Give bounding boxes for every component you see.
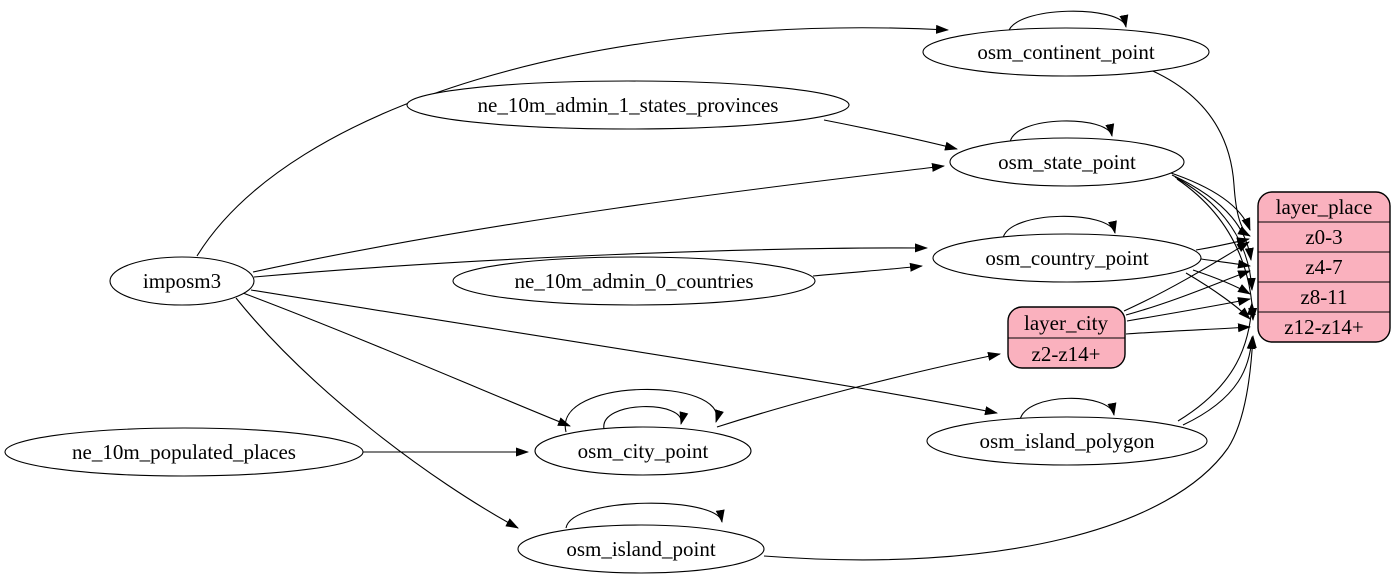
edge-imposm3-osm_island_point bbox=[235, 297, 519, 529]
self-loop-osm_country_point bbox=[1002, 215, 1117, 239]
node-osm_state_point: osm_state_point bbox=[949, 137, 1185, 187]
record-layer_city: layer_city z2-z14+ bbox=[1007, 306, 1126, 369]
node-osm_city_point-label: osm_city_point bbox=[578, 439, 709, 463]
edge-osm_state_point-layer_place-z0-3 bbox=[1167, 171, 1251, 231]
edge-ne_10m_admin_0_countries-osm_country_point bbox=[812, 262, 923, 277]
node-imposm3: imposm3 bbox=[109, 256, 255, 306]
self-loop-inner-osm_city_point bbox=[603, 406, 689, 430]
edge-imposm3-osm_island_polygon bbox=[250, 289, 998, 416]
node-ne_10m_populated_places-label: ne_10m_populated_places bbox=[72, 440, 296, 464]
edge-osm_island_polygon-layer_place-z12-z14 bbox=[1182, 336, 1256, 426]
node-ne_10m_populated_places-shape bbox=[4, 427, 364, 477]
node-ne_10m_admin_1_states_provinces-shape bbox=[406, 80, 850, 130]
edge-osm_island_point-layer_place-z12-z14 bbox=[763, 335, 1257, 561]
record-layer_place-row-z8-11: z8-11 bbox=[1300, 285, 1347, 309]
edge-osm_continent_point-layer_place-z0-3 bbox=[1145, 67, 1251, 237]
node-osm_continent_point-shape bbox=[922, 27, 1210, 77]
edge-osm_city_point-layer_city-z2-z14 bbox=[716, 351, 1001, 428]
record-layer_place-row-z0-3: z0-3 bbox=[1305, 225, 1342, 249]
node-ne_10m_admin_1_states_provinces: ne_10m_admin_1_states_provinces bbox=[406, 80, 850, 130]
edge-layer_city-layer_place-z4-7 bbox=[1125, 270, 1251, 316]
edge-imposm3-osm_continent_point bbox=[196, 24, 949, 257]
record-layer_place-title: layer_place bbox=[1276, 195, 1373, 219]
record-layer_place-box bbox=[1257, 191, 1391, 343]
edge-ne_10m_admin_1_states_provinces-osm_state_point bbox=[823, 119, 958, 151]
node-imposm3-shape bbox=[109, 256, 255, 306]
edges-group bbox=[196, 10, 1258, 561]
edge-osm_country_point-layer_place-z0-3 bbox=[1195, 237, 1250, 251]
edge-layer_city-layer_place-z0-3 bbox=[1123, 241, 1250, 312]
node-osm_country_point-shape bbox=[932, 233, 1202, 283]
node-imposm3-label: imposm3 bbox=[143, 269, 221, 293]
record-layer_city-title: layer_city bbox=[1024, 311, 1108, 335]
node-ne_10m_populated_places: ne_10m_populated_places bbox=[4, 427, 364, 477]
node-osm_continent_point: osm_continent_point bbox=[922, 27, 1210, 77]
node-osm_city_point-shape bbox=[534, 426, 752, 476]
self-loop-osm_continent_point bbox=[1007, 10, 1129, 34]
edge-osm_country_point-layer_place-z4-7 bbox=[1200, 258, 1251, 269]
record-layer_place: layer_place z0-3 z4-7 z8-11 z12-z14+ bbox=[1257, 191, 1391, 343]
self-loop-osm_island_point bbox=[565, 502, 725, 529]
node-osm_island_polygon-label: osm_island_polygon bbox=[979, 429, 1155, 453]
record-layer_place-row-z12-z14: z12-z14+ bbox=[1284, 315, 1363, 339]
node-ne_10m_admin_0_countries-label: ne_10m_admin_0_countries bbox=[514, 269, 753, 293]
node-osm_state_point-label: osm_state_point bbox=[998, 150, 1136, 174]
node-osm_country_point: osm_country_point bbox=[932, 233, 1202, 283]
edge-osm_country_point-layer_place-z12-z14 bbox=[1185, 272, 1251, 320]
node-osm_city_point: osm_city_point bbox=[534, 426, 752, 476]
record-layer_city-row-z2-z14: z2-z14+ bbox=[1032, 342, 1101, 366]
record-layer_place-row-z4-7: z4-7 bbox=[1305, 255, 1342, 279]
node-osm_island_point-label: osm_island_point bbox=[566, 537, 716, 561]
node-osm_state_point-shape bbox=[949, 137, 1185, 187]
node-osm_island_point: osm_island_point bbox=[517, 524, 765, 574]
edge-layer_city-layer_place-z12-z14 bbox=[1125, 323, 1251, 335]
node-ne_10m_admin_0_countries-shape bbox=[452, 256, 816, 306]
node-ne_10m_admin_0_countries: ne_10m_admin_0_countries bbox=[452, 256, 816, 306]
node-osm_country_point-label: osm_country_point bbox=[985, 246, 1148, 270]
node-osm_island_polygon: osm_island_polygon bbox=[926, 416, 1208, 466]
edge-osm_island_polygon-layer_place-z8-11 bbox=[1177, 302, 1256, 422]
nodes-group: imposm3 ne_10m_admin_1_states_provinces … bbox=[4, 27, 1210, 574]
node-osm_island_point-shape bbox=[517, 524, 765, 574]
node-ne_10m_admin_1_states_provinces-label: ne_10m_admin_1_states_provinces bbox=[478, 93, 779, 117]
edge-layer_city-layer_place-z8-11 bbox=[1126, 297, 1251, 322]
edge-osm_country_point-layer_place-z8-11 bbox=[1192, 269, 1251, 295]
self-loop-osm_state_point bbox=[1009, 120, 1115, 143]
self-loop-osm_island_polygon bbox=[1019, 397, 1117, 421]
node-osm_continent_point-label: osm_continent_point bbox=[977, 40, 1154, 64]
edge-imposm3-osm_state_point bbox=[252, 162, 945, 273]
self-loop-outer-osm_city_point bbox=[564, 388, 724, 433]
node-osm_island_polygon-shape bbox=[926, 416, 1208, 466]
edge-imposm3-osm_city_point bbox=[242, 292, 571, 427]
edge-imposm3-osm_country_point bbox=[253, 243, 928, 278]
